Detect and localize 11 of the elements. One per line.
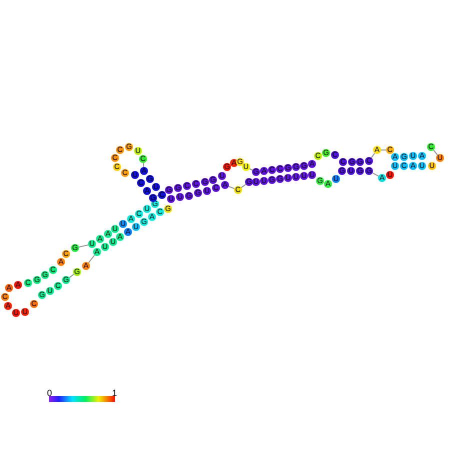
backbone-line	[68, 274, 74, 278]
backbone-line	[240, 184, 246, 188]
backbone-line	[228, 186, 235, 190]
backbone-line	[370, 152, 376, 158]
scale-label: 1	[112, 388, 118, 398]
backbone-line	[88, 254, 95, 264]
backbone-line	[372, 172, 379, 177]
backbone-line	[249, 168, 253, 171]
backbone-line	[78, 244, 89, 248]
backbone-line	[142, 162, 144, 168]
scale-label: 0	[47, 388, 52, 398]
